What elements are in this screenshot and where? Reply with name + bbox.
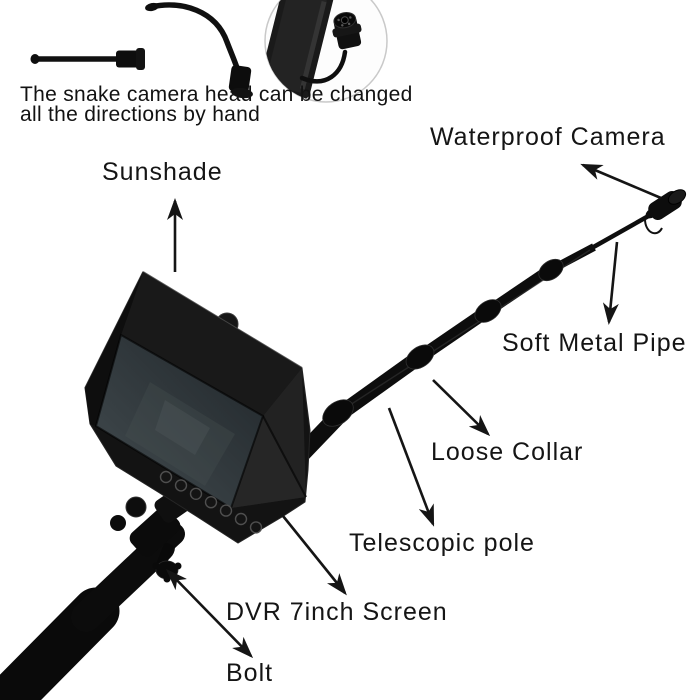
label-loose-collar: Loose Collar <box>431 438 584 466</box>
arrow-soft-metal-pipe <box>602 241 619 325</box>
loose-collar-illustration <box>322 258 564 427</box>
annotation-arrows <box>165 163 662 659</box>
label-sunshade: Sunshade <box>102 158 223 186</box>
camera-head-illustration <box>645 189 687 221</box>
monitor-illustration <box>84 271 311 544</box>
caption-line-1: The snake camera head can be changed <box>20 83 413 106</box>
label-dvr-screen: DVR 7inch Screen <box>226 598 448 626</box>
snake-camera-bent-figure <box>145 2 253 99</box>
phone-illustration <box>265 0 334 100</box>
camera-phone-inset-figure <box>264 0 388 103</box>
caption-line-2: all the directions by hand <box>20 103 261 126</box>
inset-camera-head <box>332 11 362 50</box>
arrow-waterproof-camera <box>580 163 662 200</box>
label-bolt: Bolt <box>226 659 274 687</box>
arrow-bolt <box>165 568 254 659</box>
arrow-loose-collar <box>432 379 491 437</box>
arrow-dvr-screen <box>281 515 347 596</box>
label-waterproof-camera: Waterproof Camera <box>430 123 666 151</box>
arrow-telescopic-pole <box>387 407 435 527</box>
label-soft-metal-pipe: Soft Metal Pipe <box>502 329 687 357</box>
screen-buttons <box>159 470 263 534</box>
label-telescopic-pole: Telescopic pole <box>349 529 535 557</box>
handle-pole-illustration <box>0 523 185 700</box>
snake-camera-straight-figure <box>30 48 145 70</box>
soft-metal-pipe-illustration <box>588 212 663 251</box>
caption: The snake camera head can be changed all… <box>20 83 413 126</box>
telescopic-pole-illustration <box>291 189 687 464</box>
